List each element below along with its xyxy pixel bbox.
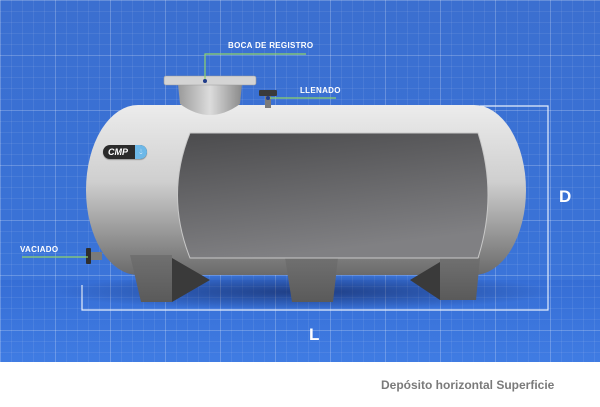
- callout-drain: VACIADO: [20, 245, 59, 254]
- diagram-caption: Depósito horizontal Superficie: [381, 378, 555, 392]
- dimension-length: L: [309, 325, 320, 344]
- callout-manhole: BOCA DE REGISTRO: [228, 41, 314, 50]
- water-drop-icon: 💧︎: [135, 145, 147, 159]
- tank-legs: [130, 255, 480, 302]
- brand-badge: CMP 💧︎: [103, 145, 147, 159]
- drain-pipe: [86, 248, 102, 264]
- dimension-diameter: D: [559, 187, 572, 206]
- callout-fill: LLENADO: [300, 86, 341, 95]
- fill-pipe: [259, 90, 277, 108]
- brand-name: CMP: [108, 147, 128, 157]
- tank-side-panel: [177, 132, 489, 259]
- callout-lines: [22, 53, 336, 258]
- tank-illustration: [22, 53, 555, 311]
- manhole-cover: [163, 75, 257, 115]
